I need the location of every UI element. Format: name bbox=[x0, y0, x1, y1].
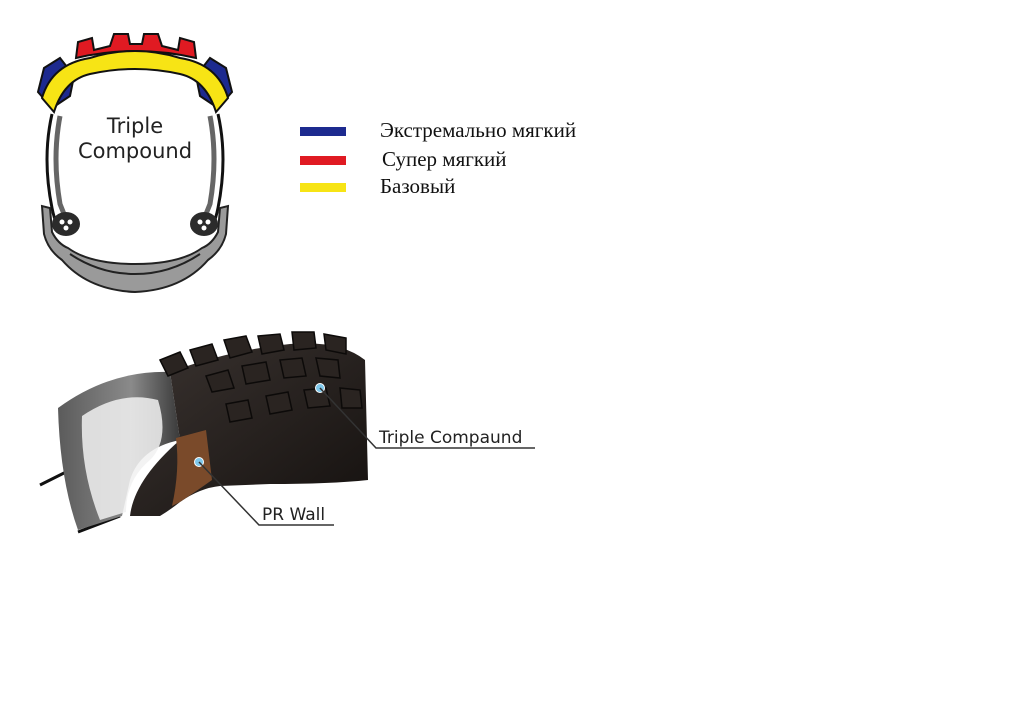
bead-left bbox=[52, 212, 80, 236]
legend-label: Базовый bbox=[380, 174, 456, 198]
rim bbox=[40, 204, 230, 294]
legend-label: Экстремально мягкий bbox=[380, 118, 577, 142]
section-label-line1: Triple bbox=[106, 114, 164, 138]
legend-swatch-yellow bbox=[300, 183, 346, 192]
tire-inner-wall bbox=[53, 115, 217, 225]
base-layer bbox=[40, 50, 230, 115]
legend-swatch-blue bbox=[300, 127, 346, 136]
tire-cutaway-illustration bbox=[39, 331, 368, 534]
legend-swatch-red bbox=[300, 156, 346, 165]
marker-dot-tread bbox=[315, 383, 325, 393]
bead-dots bbox=[59, 219, 211, 231]
bead-right bbox=[190, 212, 218, 236]
tread-knobs bbox=[158, 331, 363, 423]
callout-pr-wall: PR Wall bbox=[262, 505, 326, 525]
callout-triple-compound: Triple Compaund bbox=[379, 428, 523, 448]
section-label-line2: Compound bbox=[77, 139, 193, 163]
tire-cross-section-diagram bbox=[36, 33, 234, 294]
marker-dot-wall bbox=[194, 457, 204, 467]
legend-label: Супер мягкий bbox=[382, 147, 507, 171]
